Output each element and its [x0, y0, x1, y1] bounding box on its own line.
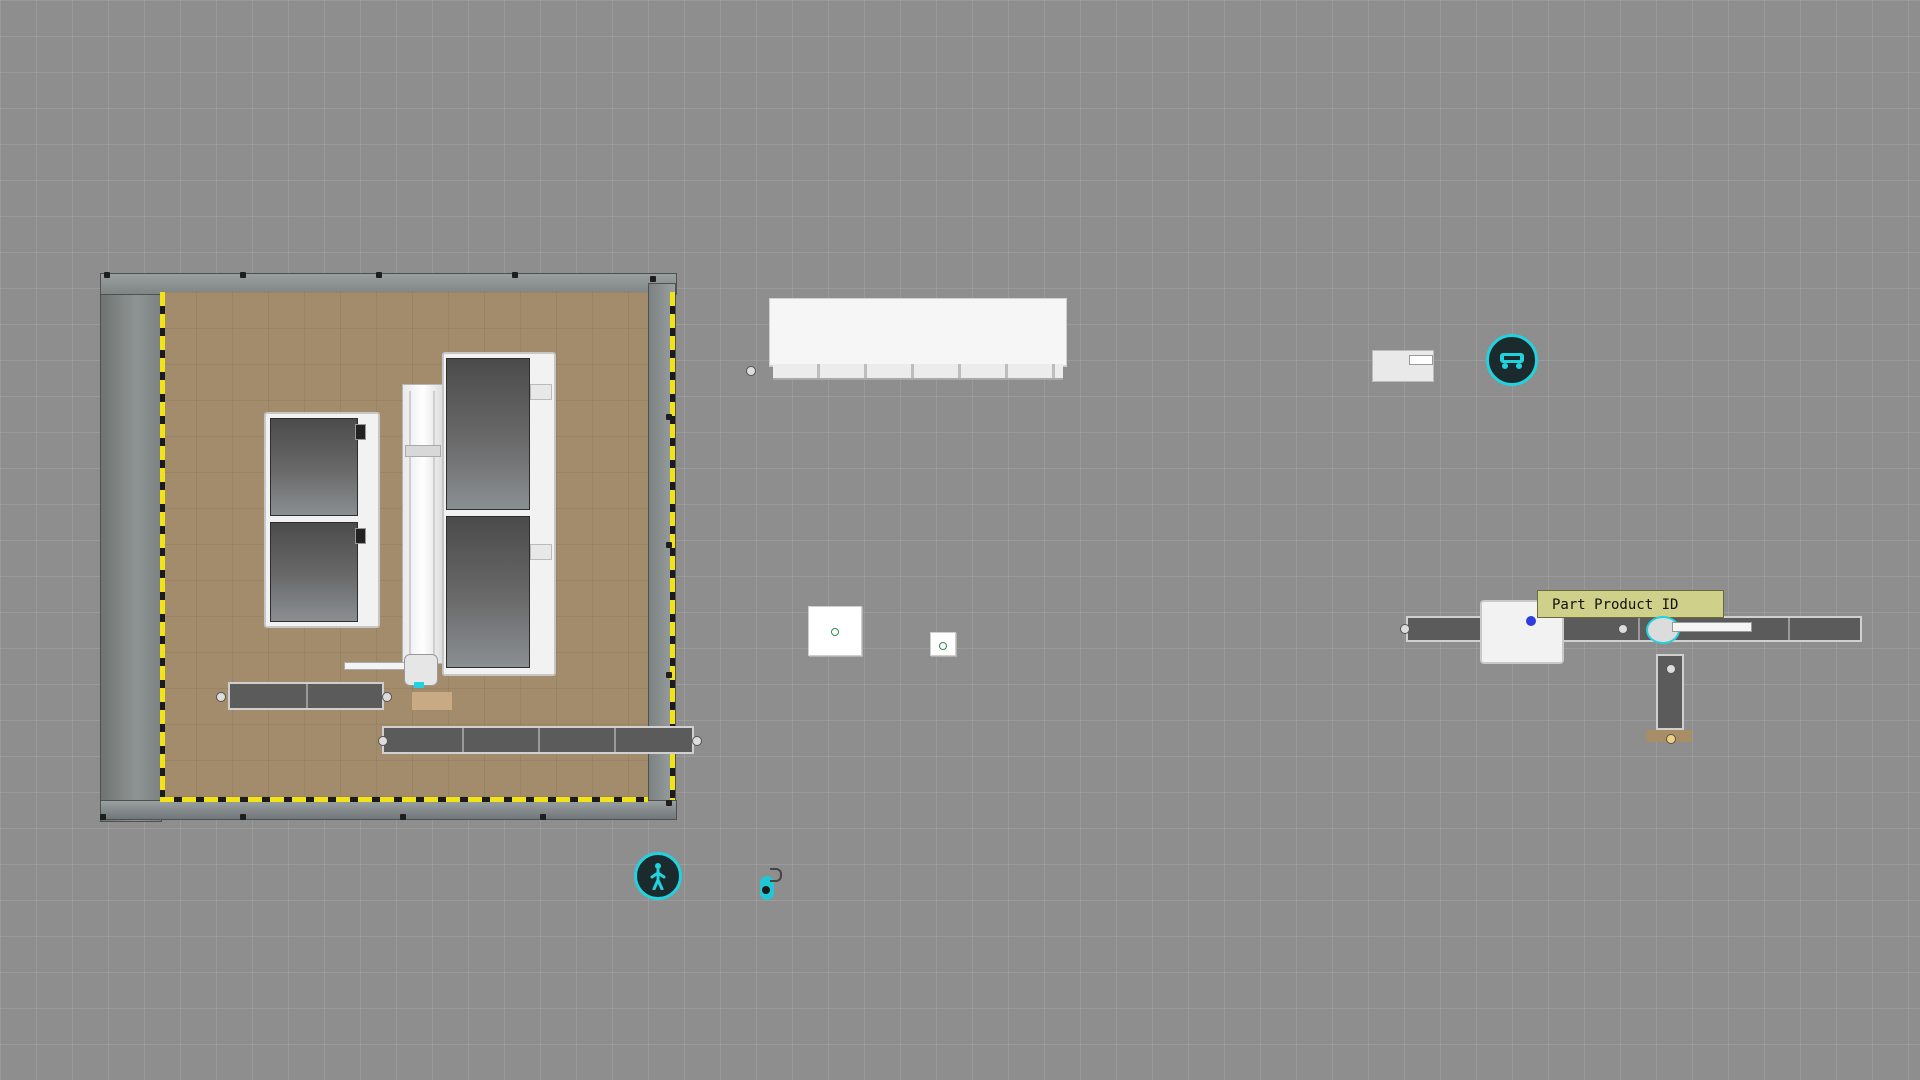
conveyor-divider	[1638, 618, 1640, 640]
conveyor-divider	[1788, 618, 1790, 640]
operator-button[interactable]	[634, 852, 682, 900]
machine-bay	[446, 516, 530, 668]
agv-robot-icon	[1500, 353, 1524, 369]
fence-post	[540, 814, 546, 820]
conveyor-divider	[614, 728, 616, 752]
operator-figure[interactable]	[756, 866, 782, 902]
part-box-large[interactable]	[808, 606, 862, 656]
machine-bay	[270, 418, 358, 516]
fence-post	[666, 672, 672, 678]
robot-arm-cell[interactable]	[344, 650, 440, 690]
conveyor-divider	[306, 684, 308, 708]
storage-rack-shelves	[773, 364, 1063, 380]
agv-button[interactable]	[1486, 334, 1538, 386]
fence-post	[100, 814, 106, 820]
agv-arm	[1409, 355, 1433, 365]
part-product-id-label: Part Product ID	[1537, 590, 1724, 618]
gantry-track	[409, 391, 435, 655]
hazard-tape-left	[160, 292, 165, 800]
rack-anchor-icon[interactable]	[746, 366, 756, 376]
agv-robot[interactable]	[1372, 350, 1434, 382]
fence-post	[512, 272, 518, 278]
sensor-indicator-icon	[1526, 616, 1536, 626]
robot-arm-link	[1672, 622, 1752, 632]
machine-panel	[530, 384, 552, 400]
fence-post	[400, 814, 406, 820]
robot-indicator-icon	[414, 682, 424, 688]
person-walking-icon	[650, 863, 666, 890]
gantry-rail[interactable]	[402, 384, 444, 664]
machine-bay	[270, 522, 358, 622]
fence-post	[650, 276, 656, 282]
conveyor-endpoint-icon[interactable]	[378, 736, 388, 746]
robot-arm-line[interactable]	[1646, 614, 1754, 644]
conveyor-endpoint-icon[interactable]	[216, 692, 226, 702]
fence-post	[666, 542, 672, 548]
cell-wall-bottom	[100, 800, 677, 820]
robot-pedestal	[412, 692, 452, 710]
storage-rack[interactable]	[769, 298, 1067, 366]
conveyor-divider	[538, 728, 540, 752]
part-box-small[interactable]	[930, 632, 956, 656]
cell-wall-left	[100, 273, 162, 822]
fence-post	[666, 800, 672, 806]
conveyor-endpoint-icon[interactable]	[692, 736, 702, 746]
conveyor-small[interactable]	[228, 682, 384, 710]
cnc-machine-left[interactable]	[264, 412, 380, 628]
conveyor-line-main[interactable]	[1406, 616, 1862, 642]
robot-arm-link	[344, 662, 408, 670]
operator-head	[762, 886, 770, 894]
robot-arm-base	[404, 654, 438, 686]
inspection-station[interactable]	[1480, 600, 1564, 664]
machine-screen-icon	[355, 424, 366, 440]
box-marker-icon	[831, 628, 839, 636]
conveyor-endpoint-icon[interactable]	[1618, 624, 1628, 634]
gantry-carriage[interactable]	[405, 445, 441, 457]
branch-endpoint-icon[interactable]	[1666, 734, 1676, 744]
fence-post	[240, 272, 246, 278]
box-marker-icon	[939, 642, 947, 650]
hazard-tape-bottom	[160, 797, 648, 802]
conveyor-divider	[462, 728, 464, 752]
conveyor-endpoint-icon[interactable]	[1666, 664, 1676, 674]
fence-post	[666, 414, 672, 420]
operator-arm	[770, 868, 782, 882]
machine-screen-icon	[355, 528, 366, 544]
hazard-tape-right	[670, 292, 675, 800]
machine-panel	[530, 544, 552, 560]
machine-bay	[446, 358, 530, 510]
conveyor-endpoint-icon[interactable]	[1400, 624, 1410, 634]
fence-post	[104, 272, 110, 278]
cnc-machine-right[interactable]	[442, 352, 556, 676]
conveyor-endpoint-icon[interactable]	[382, 692, 392, 702]
fence-post	[376, 272, 382, 278]
conveyor-long[interactable]	[382, 726, 694, 754]
fence-post	[240, 814, 246, 820]
